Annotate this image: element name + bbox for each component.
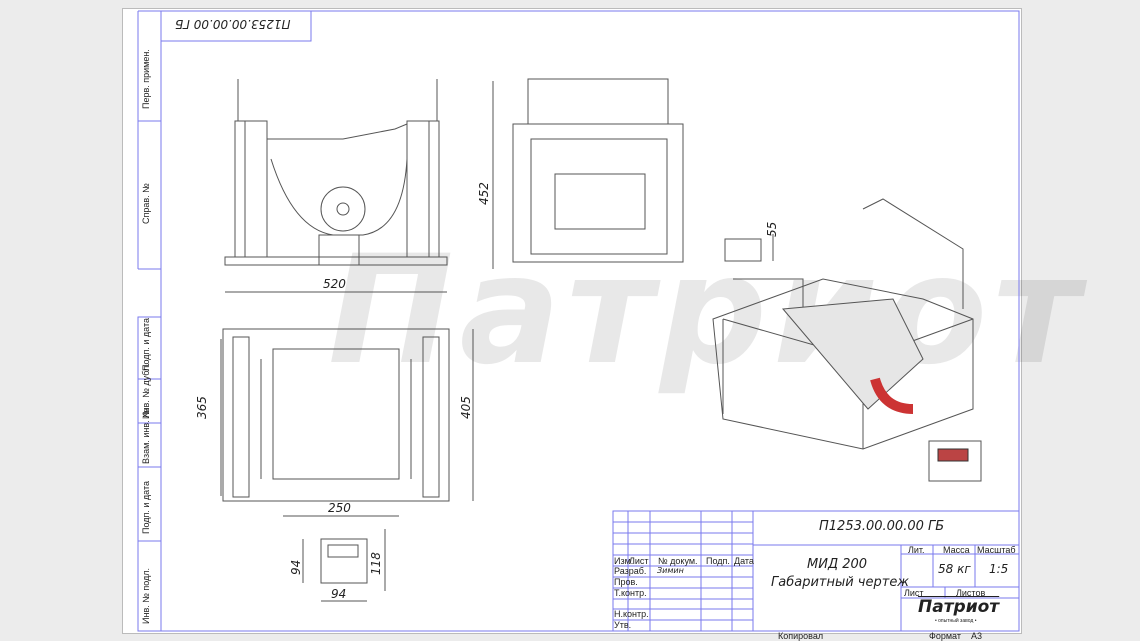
watermark-logo: Патриот (328, 224, 1087, 398)
hdr-lit: Лит. (908, 545, 925, 555)
stamp-reference: Справ. № (141, 183, 151, 224)
company-subtitle: • опытный завод • (935, 618, 977, 624)
hdr-scale: Масштаб (977, 545, 1016, 555)
drawing-lines (137, 10, 1020, 632)
developer-name: Зимин (657, 566, 684, 575)
drawing-title: Габаритный чертеж (771, 575, 910, 590)
stamp-orig-inv: Инв. № подл. (141, 567, 151, 624)
row-tech-control: Т.контр. (614, 588, 647, 598)
dim-display-height: 55 (765, 221, 779, 237)
dim-top-width: 405 (459, 396, 473, 419)
dim-box-height-2: 118 (369, 552, 383, 575)
row-approved: Утв. (614, 620, 632, 630)
hdr-sheets: Листов (956, 588, 986, 598)
hdr-list: Лист (629, 556, 649, 566)
mass-value: 58 кг (938, 562, 971, 576)
mirrored-drawing-code: П1253.00.00.00 ГБ (175, 17, 291, 31)
row-norm-control: Н.контр. (614, 609, 649, 619)
hdr-sign: Подп. (706, 556, 730, 566)
drawing-code: П1253.00.00.00 ГБ (819, 519, 945, 534)
row-developer: Разраб. (614, 566, 647, 576)
copied-label: Копировал (778, 631, 824, 641)
hdr-doc: № докум. (658, 556, 698, 566)
drawing-sheet: Патриот (122, 8, 1080, 641)
format-label: Формат (929, 631, 961, 641)
hdr-date: Дата (734, 556, 754, 566)
row-checked: Пров. (614, 577, 638, 587)
hdr-izm: Изм. (614, 556, 634, 566)
format-value: А3 (971, 631, 983, 641)
hdr-sheet: Лист (904, 588, 924, 598)
hdr-mass: Масса (943, 545, 970, 555)
dim-front-width: 520 (323, 277, 346, 291)
dim-side-height: 452 (477, 182, 491, 205)
dim-box-height: 94 (289, 559, 303, 575)
scale-value: 1:5 (989, 562, 1009, 576)
stamp-first-use: Перв. примен. (141, 49, 151, 109)
dim-box-width: 94 (331, 587, 347, 601)
stamp-sign-date-2: Подп. и дата (141, 480, 151, 534)
product-name: МИД 200 (807, 557, 868, 572)
dim-top-inner: 250 (328, 501, 351, 515)
company-logo: Патриот (918, 597, 1000, 617)
dim-top-depth: 365 (195, 396, 209, 419)
stamp-replace-inv: Взам. инв. № (141, 408, 151, 464)
